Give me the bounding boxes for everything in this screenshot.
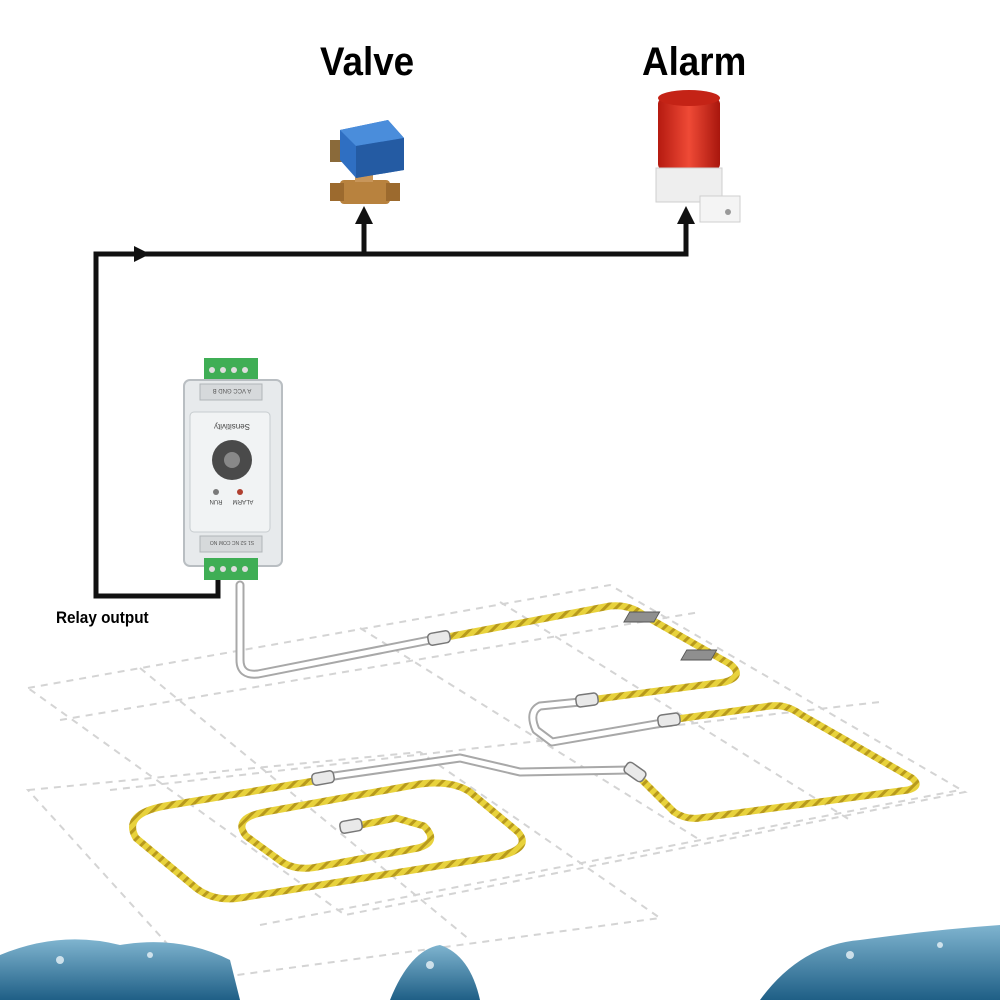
valve-icon (330, 120, 404, 204)
alarm-label: Alarm (642, 40, 747, 84)
bottom-terminal-text: S1 S2 NC COM NO (210, 539, 254, 545)
led-run-label: RUN (210, 498, 223, 504)
signal-wire (93, 222, 689, 599)
floor-grid (25, 583, 968, 982)
water-splash-decoration (0, 925, 1000, 1000)
cable-connector (311, 630, 681, 834)
top-terminal-text: A VCC GND B (213, 387, 252, 393)
knob-label: Sensitivity (214, 422, 250, 431)
relay-output-label: Relay output (56, 608, 149, 627)
led-alarm-label: ALARM (233, 498, 254, 504)
sensor-cable (129, 602, 920, 903)
valve-label: Valve (320, 40, 415, 84)
white-cable (235, 580, 673, 783)
arrow-icon (134, 206, 695, 262)
leak-detector-module (183, 358, 283, 580)
cable-clip (623, 611, 718, 661)
alarm-lamp-icon (655, 90, 741, 223)
